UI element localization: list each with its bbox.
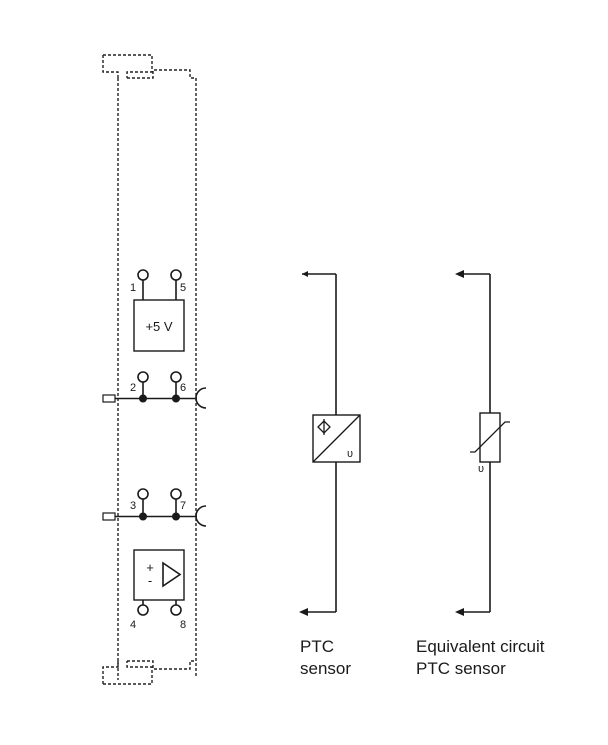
bus-2-node	[139, 394, 147, 403]
amplifier-minus: -	[148, 573, 152, 588]
amplifier-triangle-icon	[162, 561, 182, 588]
ptc-sensor-theta: υ	[347, 448, 353, 460]
thermistor-theta: υ	[478, 463, 484, 475]
equivalent-circuit: υ	[455, 270, 510, 616]
ptc-sensor-symbol-icon	[317, 419, 331, 435]
terminal-label-2: 2	[130, 382, 136, 394]
terminal-6-contact	[170, 371, 182, 383]
amplifier-block: + - 4 8	[130, 549, 186, 631]
terminal-2-contact	[137, 371, 149, 383]
terminal-label-7: 7	[180, 500, 186, 512]
terminal-7-contact	[170, 488, 182, 500]
terminal-5-contact	[170, 269, 182, 281]
bus-2-6-plug	[102, 394, 116, 403]
terminal-label-8: 8	[180, 619, 186, 631]
bus-7-node	[172, 512, 180, 521]
terminal-label-3: 3	[130, 500, 136, 512]
ptc-caption-line1: PTC	[300, 637, 334, 656]
terminal-label-4: 4	[130, 619, 136, 631]
terminal-module-housing	[102, 54, 197, 685]
equivalent-caption-line1: Equivalent circuit	[416, 637, 545, 656]
bus-6-node	[172, 394, 180, 403]
bus-3-7-plug	[102, 512, 116, 521]
ptc-caption-line2: sensor	[300, 659, 351, 678]
amplifier-plus: +	[146, 560, 154, 575]
terminal-1-contact	[137, 269, 149, 281]
terminal-3-contact	[137, 488, 149, 500]
amplifier-box	[133, 549, 185, 601]
bus-3-7: 3 7	[102, 488, 207, 527]
terminal-label-6: 6	[180, 382, 186, 394]
thermistor-curve-icon	[470, 421, 510, 453]
supply-box	[133, 299, 185, 352]
bus-3-node	[139, 512, 147, 521]
terminal-label-1: 1	[130, 282, 136, 294]
terminal-label-5: 5	[180, 282, 186, 294]
supply-label: +5 V	[145, 319, 172, 334]
terminal-4-contact	[137, 604, 149, 616]
supply-block: +5 V 1 5	[130, 269, 186, 352]
ptc-sensor-circuit: υ	[299, 271, 361, 616]
equivalent-caption-line2: PTC sensor	[416, 659, 506, 678]
terminal-8-contact	[170, 604, 182, 616]
bus-2-6: 2 6	[102, 371, 207, 409]
